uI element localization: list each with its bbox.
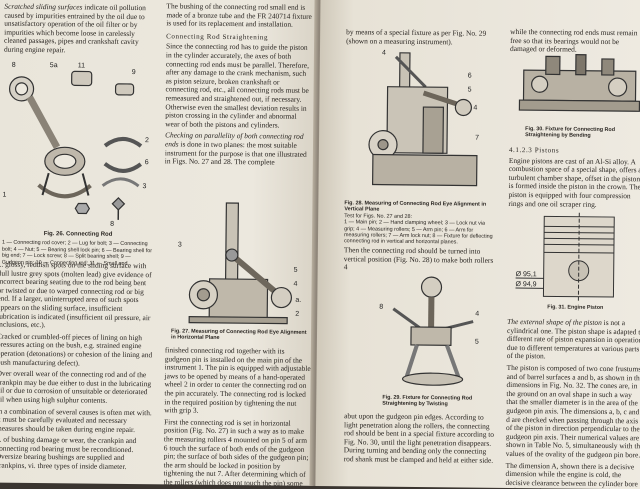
overall-wear-text: Over overall wear of the connecting rod … — [0, 370, 153, 406]
figure-28-legend: 1 — Main pin; 2 — Hand clamping wheel; 3… — [344, 219, 494, 246]
bushing-damage-text: ... of bushing damage or wear, the crank… — [0, 436, 152, 472]
figure-31-caption-text: Fig. 31. Engine Piston — [547, 304, 603, 311]
svg-text:2: 2 — [295, 311, 299, 318]
svg-text:5a: 5a — [50, 62, 58, 69]
right-page: by means of a special fixture as per Fig… — [315, 0, 640, 489]
figure-27-caption: Fig. 27. Measuring of Connecting Rod Eye… — [171, 328, 311, 342]
straightening-heading: Connecting Rod Straightening — [166, 32, 312, 42]
pistons-text: Engine pistons are cast of an Al-Si allo… — [508, 157, 640, 210]
figure-30-fixture — [515, 50, 640, 123]
right-col1-bottom: abut upon the gudgeon pin edges. Accordi… — [344, 412, 499, 468]
svg-text:6: 6 — [145, 159, 149, 166]
svg-text:4: 4 — [294, 281, 298, 288]
figure-26-title: Fig. 26. Connecting Rod — [44, 231, 113, 238]
figure-30-caption: Fig. 30. Fixture for Connecting Rod Stra… — [525, 126, 640, 140]
piston-diameter-a: Ø 95,1 — [516, 271, 537, 278]
combination-text: In a combination of several causes is of… — [0, 407, 152, 434]
svg-text:2: 2 — [145, 137, 149, 144]
figure-29-caption-text: Fig. 29. Fixture for Connecting Rod Stra… — [382, 395, 472, 408]
svg-text:9: 9 — [132, 69, 136, 76]
svg-text:1: 1 — [2, 192, 6, 199]
pistons-heading: 4.1.2.3 Pistons — [509, 146, 640, 156]
left-col1-top: Scratched sliding surfaces indicate oil … — [4, 3, 157, 59]
svg-text:5: 5 — [475, 339, 479, 346]
cracked-lining-text: Cracked or crumbled-off pieces of lining… — [0, 332, 153, 368]
fixture-text: by means of a special fixture as per Fig… — [346, 28, 496, 47]
figure-28-instrument: 4 6 5 4 7 — [362, 46, 494, 195]
left-col2-body: finished connecting rod together with it… — [163, 346, 311, 486]
svg-text:8: 8 — [110, 221, 114, 228]
svg-text:3: 3 — [178, 241, 182, 248]
svg-text:6: 6 — [468, 73, 472, 80]
gudgeon-pin-text: finished connecting rod together with it… — [164, 346, 311, 416]
figure-26-connecting-rod: 8 5a 11 9 2 6 1 3 8 — [0, 57, 158, 231]
cone-frustums-text: The piston is composed of two cone frust… — [506, 364, 640, 460]
svg-text:4: 4 — [475, 311, 479, 318]
figure-28-caption-title: Fig. 28. Measuring of Connecting Rod Eye… — [344, 200, 486, 213]
svg-text:11: 11 — [78, 62, 85, 69]
figure-28-caption: Fig. 28. Measuring of Connecting Rod Eye… — [344, 200, 494, 246]
figure-30-caption-text: Fig. 30. Fixture for Connecting Rod Stra… — [525, 126, 615, 139]
piston-diameter-b: Ø 94,9 — [516, 281, 537, 288]
svg-text:3: 3 — [143, 183, 147, 190]
horizontal-position-text: First the connecting rod is set in horiz… — [163, 418, 310, 486]
figure-27-caption-text: Fig. 27. Measuring of Connecting Rod Eye… — [171, 328, 307, 341]
svg-text:7: 7 — [475, 135, 479, 142]
figure-27-instrument: 3 5 4 a. 2 — [169, 196, 308, 327]
left-col1-body: ... glossy, reddish spots on the sliding… — [0, 261, 154, 475]
gudgeon-edges-text: abut upon the gudgeon pin edges. Accordi… — [344, 412, 499, 465]
dimension-a-text: The dimension A, shown there is a decisi… — [505, 461, 640, 489]
figure-29-caption: Fig. 29. Fixture for Connecting Rod Stra… — [382, 395, 500, 409]
svg-text:4: 4 — [473, 105, 477, 112]
left-page: Scratched sliding surfaces indicate oil … — [0, 0, 319, 486]
svg-text:8: 8 — [12, 62, 16, 69]
left-col2-top: The bushing of the connecting rod small … — [165, 2, 313, 170]
glossy-spots-text: ... glossy, reddish spots on the sliding… — [0, 261, 154, 331]
scratched-text: indicate oil pollution caused by impurit… — [4, 2, 146, 54]
figure-31-piston: Ø 95,1 Ø 94,9 — [513, 208, 640, 305]
right-col2-bottom: The external shape of the piston is not … — [505, 318, 640, 489]
straightening-text: Since the connecting rod has to guide th… — [165, 43, 312, 130]
svg-text:a.: a. — [295, 297, 301, 304]
figure-31-caption: Fig. 31. Engine Piston — [547, 304, 637, 311]
svg-text:5: 5 — [294, 267, 298, 274]
svg-text:4: 4 — [382, 50, 386, 57]
svg-text:8: 8 — [379, 304, 383, 311]
bushing-text: The bushing of the connecting rod small … — [166, 2, 312, 29]
figure-29-fixture: 8 4 5 — [376, 269, 489, 394]
parallelity-text: is done in two planes: the most suitable… — [165, 139, 307, 166]
right-col2-pistons: 4.1.2.3 Pistons Engine pistons are cast … — [508, 142, 640, 213]
svg-text:5: 5 — [468, 87, 472, 94]
